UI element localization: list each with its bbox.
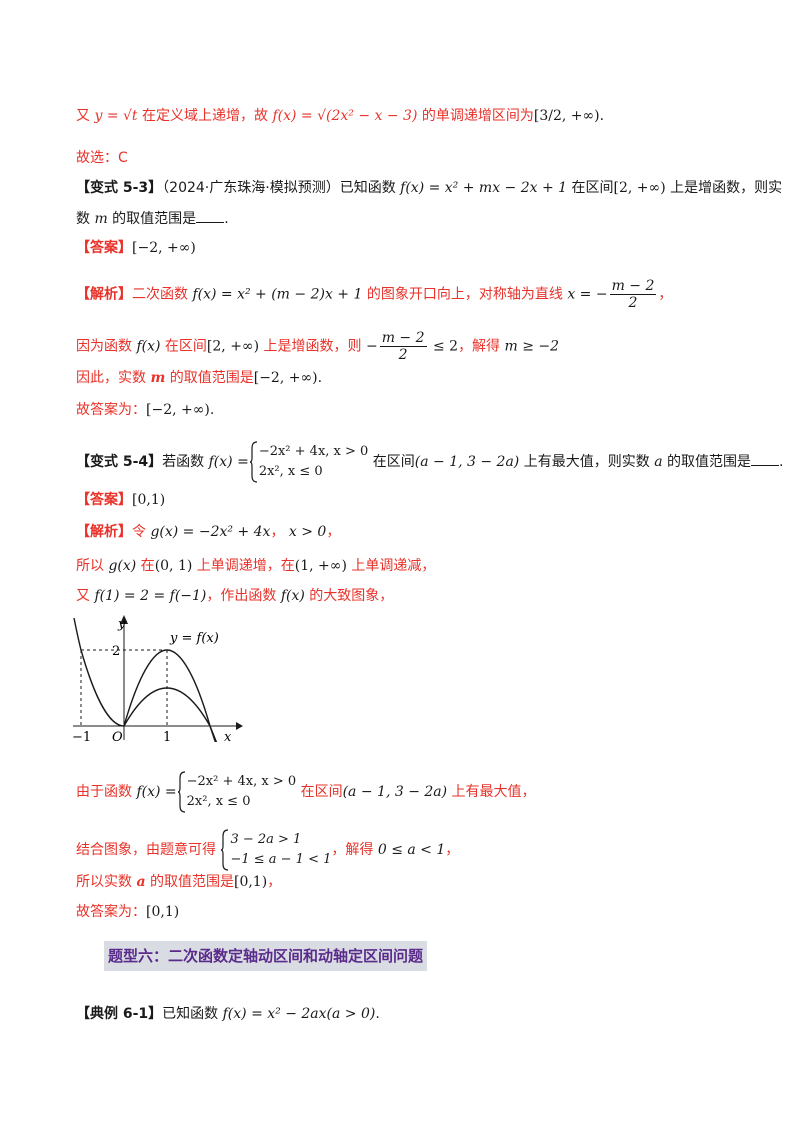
y-axis-arrow-icon: [120, 615, 128, 624]
variant-5-3-question: 【变式 5-3】（2024·广东珠海·模拟预测）已知函数 f(x) = x² +…: [76, 180, 783, 196]
answer-blank: [751, 451, 779, 466]
analysis-5-3-line-4: 故答案为：[−2, +∞).: [76, 402, 215, 418]
answer-5-4: 【答案】[0,1): [76, 492, 166, 508]
analysis-5-4-line-3: 又 f(1) = 2 = f(−1)，作出函数 f(x) 的大致图象，: [76, 588, 394, 604]
answer-choice-line: 故选：C: [76, 150, 128, 166]
curve-right-branch: [123, 649, 217, 742]
answer-blank: [196, 208, 225, 223]
analysis-5-4-line-1: 【解析】令 g(x) = −2x² + 4x， x > 0，: [76, 524, 341, 540]
x-axis-arrow-icon: [236, 722, 243, 730]
left-brace-icon: [249, 441, 257, 483]
variant-label: 【变式 5-3】: [76, 180, 163, 196]
left-brace-icon: [177, 771, 185, 813]
variant-5-3-question-cont: 数 m 的取值范围是.: [76, 208, 229, 229]
analysis-5-3-line-3: 因此，实数 m 的取值范围是[−2, +∞).: [76, 370, 323, 386]
curve-left-branch: [73, 617, 125, 727]
tick-label-neg1: −1: [72, 730, 91, 742]
curve-right: [123, 687, 218, 742]
answer-5-3: 【答案】[−2, +∞): [76, 240, 196, 256]
x-axis-label: x: [224, 730, 232, 742]
analysis-5-4-line-7: 所以实数 a 的取值范围是[0,1)，: [76, 874, 282, 890]
section-heading: 题型六：二次函数定轴动区间和动轴定区间问题: [104, 941, 428, 971]
origin-label: O: [112, 730, 123, 742]
curve-label: y = f(x): [169, 631, 219, 646]
tick-label-1: 1: [163, 730, 171, 742]
tick-label-2: 2: [112, 644, 120, 659]
analysis-5-4-line-2: 所以 g(x) 在(0, 1) 上单调递增，在(1, +∞) 上单调递减，: [76, 558, 436, 574]
left-brace-icon: [221, 829, 229, 871]
example-6-1: 【典例 6-1】已知函数 f(x) = x² − 2ax(a > 0).: [76, 1006, 380, 1022]
y-axis-label: y: [117, 617, 126, 632]
solution-line-1: 又 y = √t 在定义域上递增，故 f(x) = √(2x² − x − 3)…: [76, 108, 605, 124]
analysis-5-3-line-1: 【解析】二次函数 f(x) = x² + (m − 2)x + 1 的图象开口向…: [76, 278, 673, 311]
function-graph: y x y = f(x) 2 −1 O 1: [72, 615, 243, 742]
inequality-system: 3 − 2a > 1−1 ≤ a − 1 < 1: [230, 832, 332, 867]
analysis-5-4-line-8: 故答案为：[0,1): [76, 904, 180, 920]
analysis-5-4-line-6: 结合图象，由题意可得 3 − 2a > 1−1 ≤ a − 1 < 1，解得 0…: [76, 828, 459, 872]
